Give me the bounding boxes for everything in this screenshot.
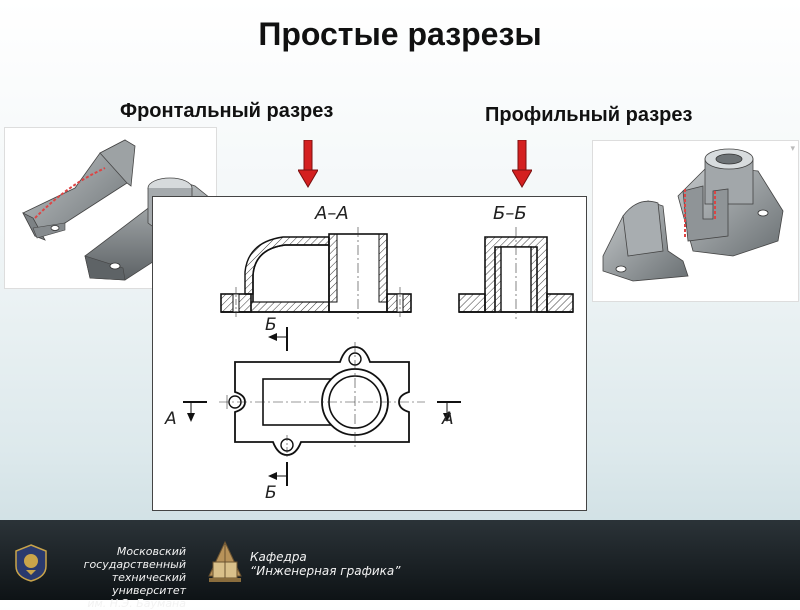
front-arrow-icon <box>298 140 318 188</box>
cut-plane-a-left-label: А <box>165 409 177 429</box>
profile-section-3d-image: ▾ <box>593 141 798 301</box>
footer-bar: Московский государственный технический у… <box>0 520 800 610</box>
section-bb-shape <box>458 227 574 319</box>
cut-plane-b-top-label: Б <box>265 315 277 335</box>
section-aa-label: А–А <box>315 203 349 224</box>
profile-section-label: Профильный разрез <box>485 104 693 126</box>
department-line-1: Кафедра <box>250 550 307 564</box>
department-line-2: “Инженерная графика” <box>250 564 401 578</box>
university-name: Московский государственный технический у… <box>50 545 186 610</box>
university-line-1: Московский государственный <box>83 545 186 571</box>
cut-plane-a-right-label: А <box>442 409 454 429</box>
technical-drawing: А–А Б–Б А А Б Б <box>152 196 587 511</box>
profile-arrow-icon <box>512 140 532 188</box>
department-name: Кафедра “Инженерная графика” <box>250 550 400 578</box>
university-line-2: технический университет <box>111 571 186 597</box>
section-bb-label: Б–Б <box>493 203 527 224</box>
scroll-indicator-icon: ▾ <box>790 143 795 153</box>
university-emblem-icon <box>15 544 47 582</box>
department-logo-icon <box>208 540 242 582</box>
university-line-3: им. Н.Э. Баумана <box>87 597 186 610</box>
slide-title: Простые разрезы <box>258 16 542 52</box>
cut-plane-b-bottom-label: Б <box>265 483 277 503</box>
section-aa-shape <box>220 227 412 319</box>
front-section-label: Фронтальный разрез <box>120 100 334 122</box>
top-view-shape <box>183 327 461 486</box>
